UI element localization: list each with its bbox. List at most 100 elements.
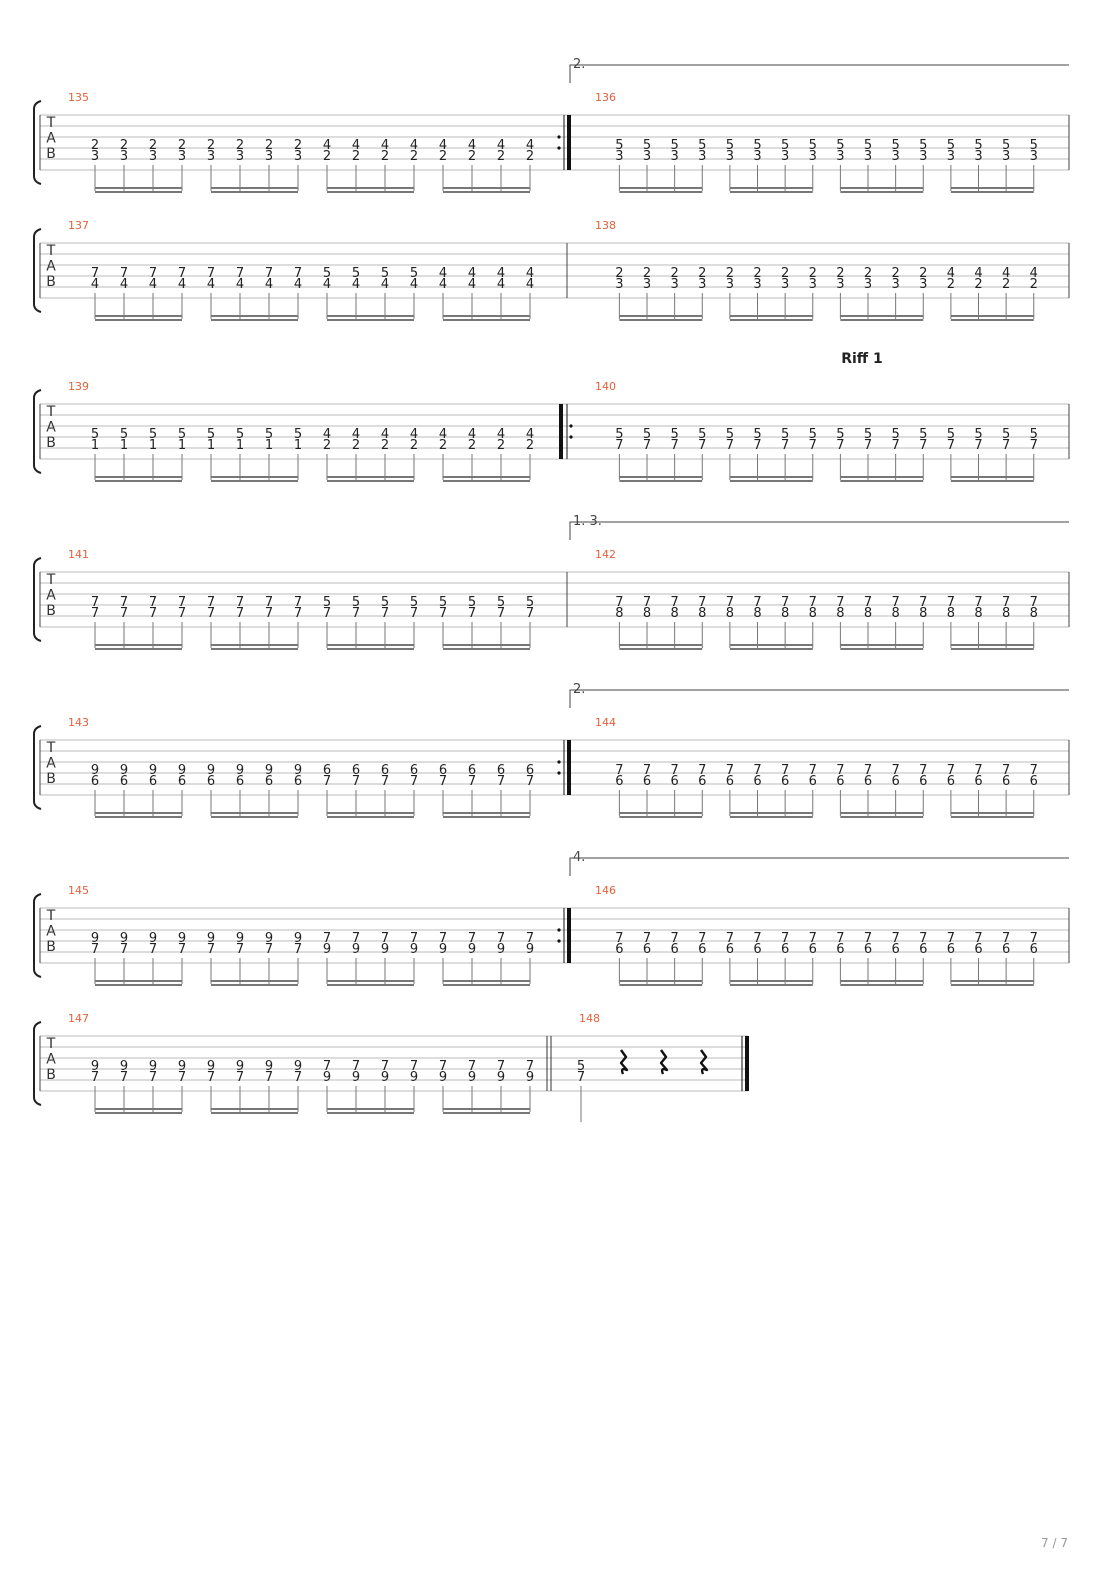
beam	[619, 187, 703, 189]
fret-number: 9	[294, 1059, 302, 1074]
fret-number: 9	[236, 1059, 244, 1074]
fret-number: 4	[178, 277, 186, 292]
fret-number: 7	[381, 931, 389, 946]
fret-number: 7	[294, 266, 302, 281]
beam	[619, 644, 703, 646]
beam	[950, 319, 1034, 321]
fret-number: 5	[891, 138, 899, 153]
fret-number: 6	[891, 942, 899, 957]
fret-number: 3	[809, 277, 817, 292]
fret-number: 8	[974, 606, 982, 621]
beam	[95, 315, 182, 317]
fret-number: 5	[178, 427, 186, 442]
fret-number: 8	[809, 606, 817, 621]
fret-number: 3	[1030, 149, 1038, 164]
fret-number: 2	[526, 438, 534, 453]
fret-number: 2	[1030, 277, 1038, 292]
fret-number: 7	[497, 774, 505, 789]
measure-number: 147	[68, 1012, 89, 1025]
page-number: 7 / 7	[1041, 1536, 1068, 1550]
fret-number: 7	[468, 1059, 476, 1074]
beam	[95, 319, 182, 321]
beam	[327, 812, 414, 814]
fret-number: 1	[149, 438, 157, 453]
fret-number: 7	[726, 438, 734, 453]
fret-number: 2	[891, 266, 899, 281]
beam	[95, 191, 182, 193]
fret-number: 2	[809, 266, 817, 281]
fret-number: 3	[294, 149, 302, 164]
fret-number: 5	[468, 595, 476, 610]
fret-number: 7	[120, 266, 128, 281]
fret-number: 7	[836, 931, 844, 946]
fret-number: 9	[178, 1059, 186, 1074]
fret-number: 7	[947, 595, 955, 610]
volta-label: 4.	[573, 850, 585, 865]
measure-number: 137	[68, 219, 89, 232]
fret-number: 7	[149, 595, 157, 610]
fret-number: 6	[236, 774, 244, 789]
fret-number: 7	[91, 266, 99, 281]
beam	[327, 1108, 414, 1110]
fret-number: 2	[381, 149, 389, 164]
fret-number: 7	[753, 595, 761, 610]
fret-number: 3	[120, 149, 128, 164]
beam	[619, 476, 703, 478]
fret-number: 1	[265, 438, 273, 453]
fret-number: 7	[864, 931, 872, 946]
beam	[950, 644, 1034, 646]
volta-bracket	[569, 64, 1069, 83]
repeat-dot	[557, 760, 561, 764]
fret-number: 7	[352, 931, 360, 946]
system-bracket	[33, 893, 42, 978]
beam	[950, 980, 1034, 982]
fret-number: 5	[323, 266, 331, 281]
fret-number: 7	[1002, 595, 1010, 610]
repeat-dot	[557, 135, 561, 139]
fret-number: 6	[1030, 774, 1038, 789]
fret-number: 4	[149, 277, 157, 292]
fret-number: 8	[670, 606, 678, 621]
fret-number: 6	[381, 763, 389, 778]
beam	[327, 476, 414, 478]
fret-number: 4	[323, 427, 331, 442]
beam	[95, 816, 182, 818]
fret-number: 3	[670, 149, 678, 164]
volta-bracket	[569, 689, 1069, 708]
fret-number: 9	[323, 942, 331, 957]
volta-label: 2.	[573, 682, 585, 697]
fret-number: 7	[891, 438, 899, 453]
system-bracket	[33, 228, 42, 313]
fret-number: 6	[265, 774, 273, 789]
fret-number: 2	[497, 149, 505, 164]
beam	[950, 476, 1034, 478]
fret-number: 5	[643, 427, 651, 442]
fret-number: 9	[178, 931, 186, 946]
beam	[619, 191, 703, 193]
measure-number: 146	[595, 884, 616, 897]
fret-number: 6	[615, 774, 623, 789]
repeat-end-thick-bar	[567, 115, 571, 170]
tab-clef-letter: A	[46, 259, 56, 275]
beam	[950, 480, 1034, 482]
beam	[443, 1112, 530, 1114]
fret-number: 5	[497, 595, 505, 610]
fret-number: 6	[178, 774, 186, 789]
fret-number: 2	[615, 266, 623, 281]
fret-number: 5	[439, 595, 447, 610]
tab-clef-letter: A	[46, 1052, 56, 1068]
fret-number: 7	[178, 266, 186, 281]
system-bracket	[33, 725, 42, 810]
fret-number: 6	[919, 774, 927, 789]
fret-number: 7	[236, 606, 244, 621]
fret-number: 6	[670, 942, 678, 957]
fret-number: 9	[323, 1070, 331, 1085]
fret-number: 7	[577, 1070, 585, 1085]
fret-number: 1	[207, 438, 215, 453]
fret-number: 7	[265, 606, 273, 621]
tab-system: TAB1439696969696969696676767676767676714…	[33, 682, 1070, 818]
fret-number: 2	[294, 138, 302, 153]
fret-number: 6	[1002, 774, 1010, 789]
beam	[840, 984, 924, 986]
fret-number: 6	[947, 774, 955, 789]
